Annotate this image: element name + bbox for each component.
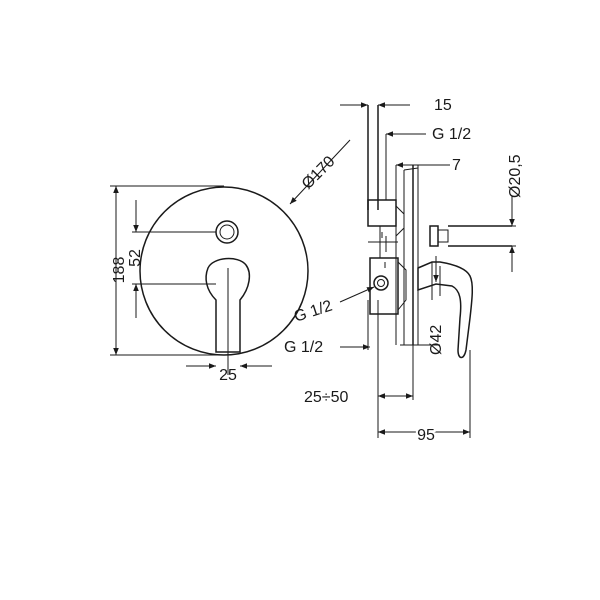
label-thread-left: G 1/2 <box>292 298 335 326</box>
diverter-knob-side <box>429 225 439 247</box>
dimension-52: 52 <box>127 249 144 267</box>
dimension-7: 7 <box>452 157 461 174</box>
valve-body-lower <box>369 257 399 315</box>
thread-connection <box>373 275 389 291</box>
leader-g12-left <box>339 286 375 303</box>
diverter-knob-cap <box>437 229 449 243</box>
dimension-188: 188 <box>111 257 128 284</box>
diverter-knob-inner <box>219 224 235 240</box>
cartridge-top <box>395 205 405 237</box>
dimension-25-50: 25÷50 <box>304 389 348 406</box>
label-thread-bottom: G 1/2 <box>284 339 323 356</box>
dimension-diameter-42: Ø42 <box>428 325 445 355</box>
cover-plate-top <box>403 167 419 171</box>
label-thread-top: G 1/2 <box>432 126 471 143</box>
cover-plate <box>139 186 309 356</box>
valve-body-upper <box>367 199 397 227</box>
dimension-95: 95 <box>417 427 435 444</box>
thread-connection-inner <box>377 279 385 287</box>
dimension-25: 25 <box>219 367 237 384</box>
dimension-15: 15 <box>434 97 452 114</box>
diverter-knob <box>215 220 239 244</box>
side-view: 15 G 1/2 7 Ø20,5 G 1/2 G 1/2 Ø42 25÷50 <box>284 97 524 446</box>
dimension-diameter-20-5: Ø20,5 <box>507 154 524 198</box>
cartridge-bottom <box>397 261 407 311</box>
lever-handle-side <box>417 261 474 359</box>
leader-line-170 <box>289 139 351 205</box>
lever-handle <box>205 257 251 353</box>
